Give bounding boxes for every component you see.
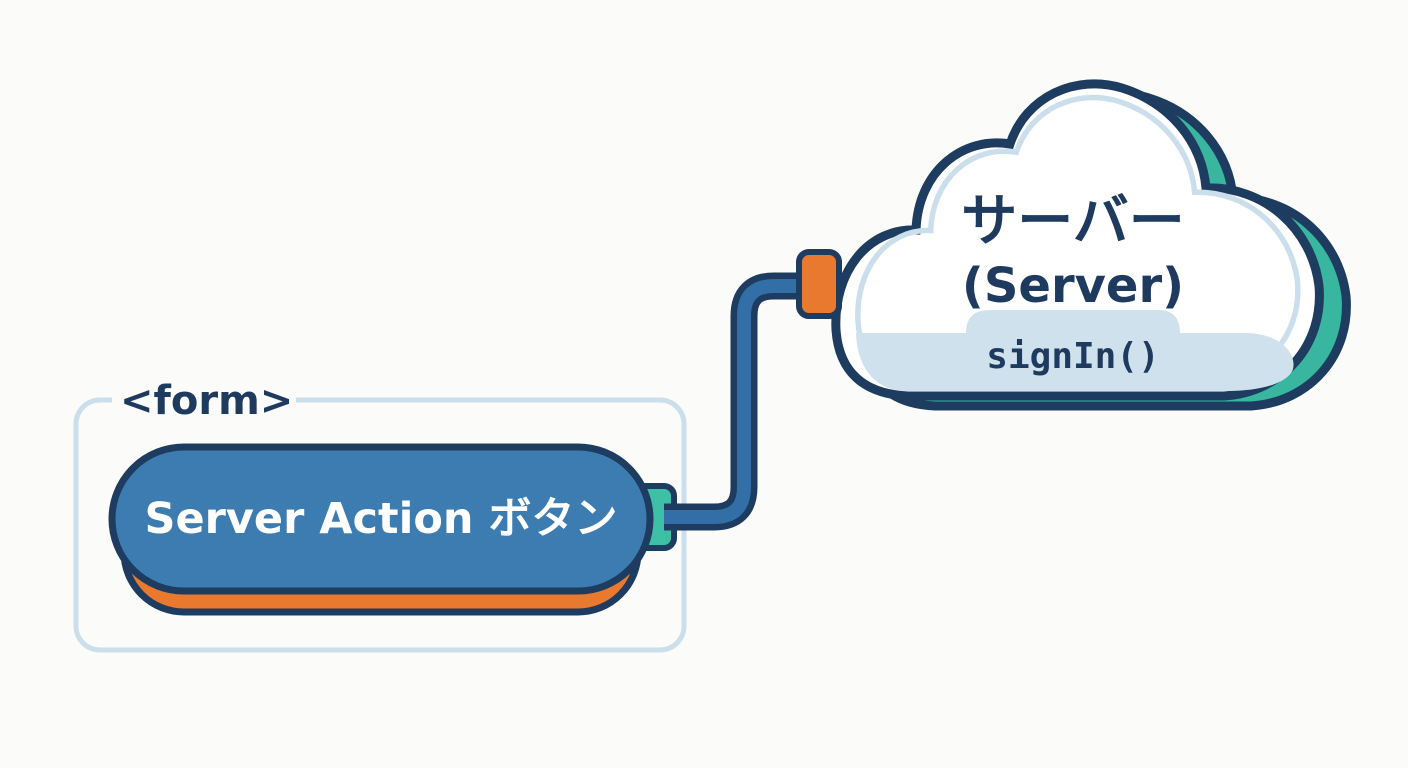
form-container: <form> xyxy=(73,378,687,653)
form-tag-label: <form> xyxy=(120,378,293,424)
button-label: Server Action ボタン xyxy=(145,494,618,544)
server-action-button[interactable]: Server Action ボタン xyxy=(108,443,654,616)
server-title-ja: サーバー xyxy=(961,189,1184,254)
cable-icon xyxy=(664,272,814,531)
function-badge xyxy=(856,310,1294,391)
server-title-en: (Server) xyxy=(962,258,1184,314)
cloud-port-icon xyxy=(796,249,842,319)
button-face xyxy=(108,443,654,595)
cable-core xyxy=(664,279,814,524)
form-border-gap xyxy=(112,388,296,412)
function-badge-label: signIn() xyxy=(986,336,1159,377)
cloud-icon: サーバー (Server) signIn() xyxy=(831,79,1351,411)
cloud-body xyxy=(831,79,1324,401)
